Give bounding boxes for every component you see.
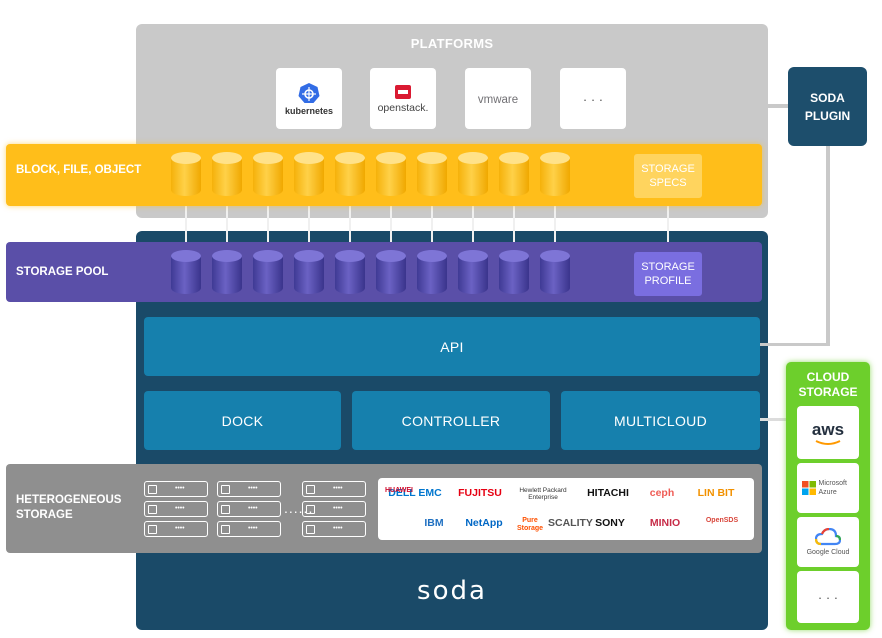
vendor-logo: OpenSDS [705, 517, 739, 524]
heterogeneous-storage-label: HETEROGENEOUS STORAGE [16, 494, 122, 521]
volume-cylinder [253, 152, 283, 196]
volume-cylinder [335, 152, 365, 196]
kubernetes-icon [298, 82, 320, 103]
soda-logo: soda [417, 576, 487, 606]
volume-connector [226, 198, 228, 252]
platforms-title: PLATFORMS [410, 36, 494, 51]
storage-profile-box[interactable]: STORAGE PROFILE [634, 252, 702, 296]
server-icon [302, 481, 366, 539]
soda-plugin-box[interactable]: SODA PLUGIN [788, 67, 867, 146]
cloud-azure[interactable]: Microsoft Azure [797, 463, 859, 513]
plugin-connector [826, 146, 830, 346]
platform-label: openstack. [377, 101, 429, 114]
volume-cylinder [212, 152, 242, 196]
cloud-more[interactable]: · · · [797, 571, 859, 623]
volume-connector [431, 198, 433, 252]
server-icon [217, 481, 281, 539]
vendor-logo: DELL EMC [388, 487, 442, 499]
platform-more[interactable]: · · · [560, 68, 626, 129]
more-icon: · · · [582, 92, 604, 107]
vmware-icon: vmware [477, 93, 519, 106]
vendor-logo: SONY [595, 517, 625, 529]
storage-pool-label: STORAGE POOL [16, 266, 109, 278]
volume-connector [185, 198, 187, 252]
block-file-object-label: BLOCK, FILE, OBJECT [16, 164, 142, 176]
openstack-icon [395, 84, 411, 99]
volume-connector [267, 198, 269, 252]
cloud-storage-title: CLOUD STORAGE [798, 370, 858, 399]
volume-connector [349, 198, 351, 252]
controller-box[interactable]: CONTROLLER [352, 391, 550, 450]
cloud-google[interactable]: Google Cloud [797, 517, 859, 567]
volume-connector [472, 198, 474, 252]
platform-kubernetes[interactable]: kubernetes [276, 68, 342, 129]
vendor-logos-panel [378, 478, 754, 540]
plugin-connector [768, 104, 788, 108]
vendor-logo: Pure Storage [516, 517, 544, 532]
storage-profile-line1: STORAGE [641, 261, 695, 273]
specs-profile-connector [667, 198, 669, 252]
more-icon: · · · [817, 589, 839, 605]
aws-icon: aws [811, 419, 845, 439]
pool-cylinder [171, 250, 201, 294]
google-cloud-icon [815, 528, 841, 546]
platform-openstack[interactable]: openstack. [370, 68, 436, 129]
pool-cylinder [458, 250, 488, 294]
volume-cylinder [294, 152, 324, 196]
vendor-logo: ceph [649, 487, 675, 499]
storage-specs-box[interactable]: STORAGE SPECS [634, 154, 702, 198]
pool-cylinder [335, 250, 365, 294]
vendor-logo: FUJITSU [458, 487, 502, 499]
pool-cylinder [417, 250, 447, 294]
volume-cylinder [376, 152, 406, 196]
cloud-connector [760, 418, 786, 421]
vendor-logo: HITACHI [587, 487, 629, 499]
volume-cylinder [171, 152, 201, 196]
platform-label: kubernetes [284, 105, 334, 116]
vendor-logo: IBM [424, 517, 444, 529]
vendor-logo: LIN BIT [697, 487, 735, 499]
google-cloud-label: Google Cloud [806, 549, 850, 556]
volume-cylinder [540, 152, 570, 196]
pool-cylinder [499, 250, 529, 294]
aws-smile-icon [815, 439, 841, 445]
volume-cylinder [499, 152, 529, 196]
pool-cylinder [253, 250, 283, 294]
api-box[interactable]: API [144, 317, 760, 376]
storage-profile-line2: PROFILE [644, 275, 692, 287]
plugin-connector [760, 343, 830, 346]
vendor-logo: SCALITY [548, 517, 593, 529]
multicloud-box[interactable]: MULTICLOUD [561, 391, 760, 450]
storage-specs-line1: STORAGE [641, 163, 695, 175]
platform-vmware[interactable]: vmware [465, 68, 531, 129]
volume-cylinder [417, 152, 447, 196]
volume-connector [308, 198, 310, 252]
azure-icon [801, 481, 816, 495]
dock-box[interactable]: DOCK [144, 391, 341, 450]
vendor-logo: MINIO [649, 517, 681, 529]
volume-connector [513, 198, 515, 252]
storage-specs-line2: SPECS [649, 177, 687, 189]
plugin-line1: SODA [810, 90, 845, 105]
volume-cylinder [458, 152, 488, 196]
plugin-line2: PLUGIN [804, 108, 851, 123]
pool-cylinder [212, 250, 242, 294]
cloud-aws[interactable]: aws [797, 406, 859, 459]
vendor-logo: HUAWEI [385, 487, 413, 494]
volume-connector [554, 198, 556, 252]
pool-cylinder [376, 250, 406, 294]
vendor-logo: NetApp [465, 517, 503, 529]
vendor-logo: Hewlett Packard Enterprise [519, 487, 567, 501]
server-icon [144, 481, 208, 539]
pool-cylinder [294, 250, 324, 294]
pool-cylinder [540, 250, 570, 294]
azure-label: Microsoft Azure [818, 480, 847, 496]
volume-connector [390, 198, 392, 252]
